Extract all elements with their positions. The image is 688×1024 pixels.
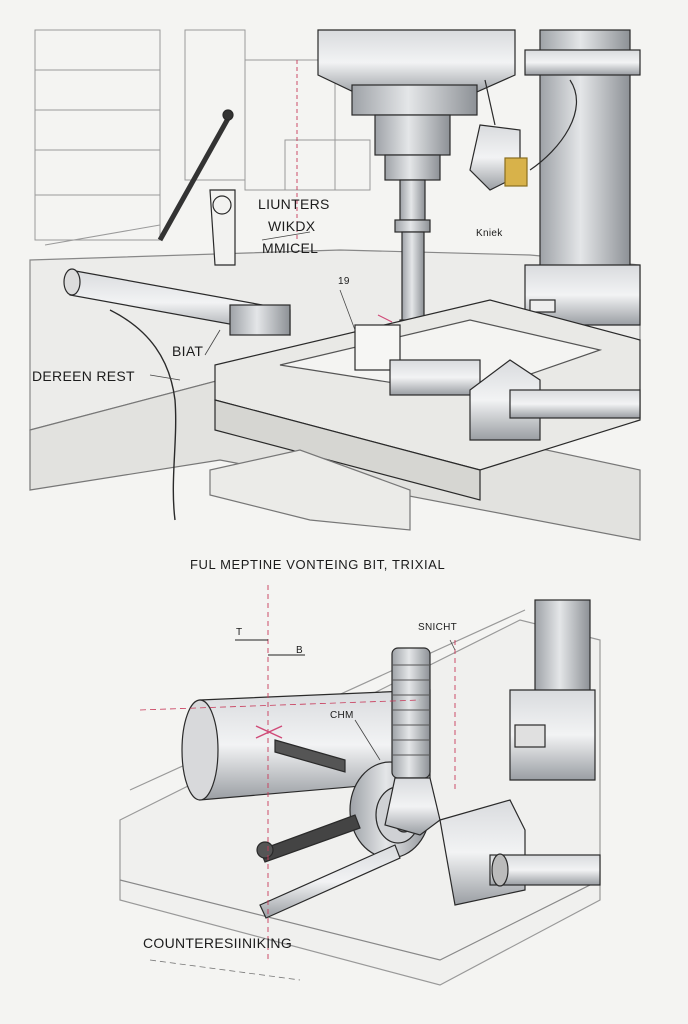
label-t: T bbox=[236, 627, 243, 638]
label-mmicel: MMICEL bbox=[262, 240, 319, 256]
label-b: B bbox=[296, 645, 303, 656]
label-chm: CHM bbox=[330, 710, 354, 721]
figure-caption-bottom: COUNTERESIINIKING bbox=[143, 935, 293, 951]
bottom-figure bbox=[119, 585, 601, 986]
label-biat: BIAT bbox=[172, 343, 204, 359]
label-dereen-rest: DEREEN REST bbox=[32, 368, 135, 384]
label-19: 19 bbox=[338, 276, 350, 287]
background-shelves bbox=[34, 29, 371, 246]
label-wikdx: WIKDX bbox=[268, 218, 316, 234]
label-snicht: SNICHT bbox=[418, 622, 458, 633]
figure-caption-top: FUL MEPTINE VONTEING BIT, TRIXIAL bbox=[190, 557, 446, 572]
top-figure bbox=[29, 29, 641, 541]
label-liunters: LIUNTERS bbox=[258, 196, 330, 212]
label-kniek: Kniek bbox=[476, 228, 503, 239]
